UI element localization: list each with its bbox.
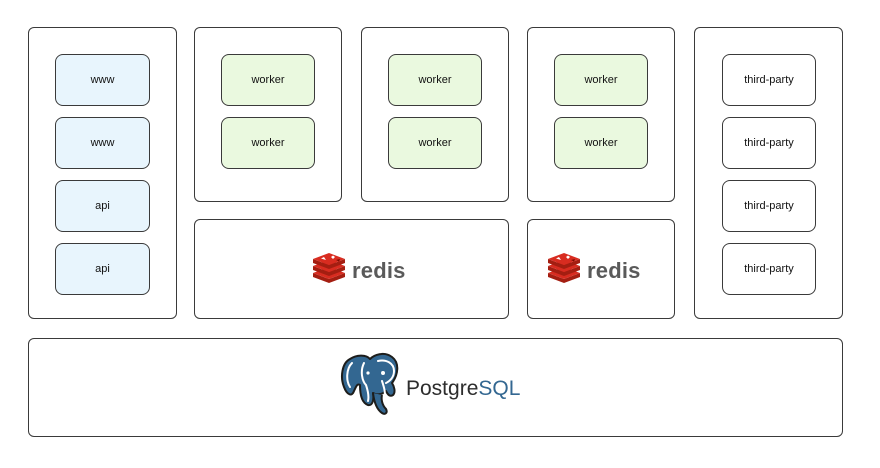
worker-group-1: worker worker <box>194 27 342 202</box>
postgresql-box[interactable]: PostgreSQL <box>28 338 843 437</box>
worker-node[interactable]: worker <box>388 54 482 106</box>
node-label: worker <box>584 74 618 86</box>
redis-icon <box>312 253 346 288</box>
postgresql-label-main: Postgre <box>406 376 479 400</box>
node-label: api <box>95 200 110 212</box>
worker-node[interactable]: worker <box>554 54 648 106</box>
api-node-2[interactable]: api <box>55 243 150 295</box>
worker-node[interactable]: worker <box>221 54 315 106</box>
redis-shared-box[interactable]: redis <box>194 219 509 319</box>
node-label: worker <box>251 137 285 149</box>
third-party-node-1[interactable]: third-party <box>722 54 816 106</box>
api-node-1[interactable]: api <box>55 180 150 232</box>
node-label: third-party <box>744 263 794 275</box>
node-label: third-party <box>744 137 794 149</box>
third-party-node-3[interactable]: third-party <box>722 180 816 232</box>
third-party-node-2[interactable]: third-party <box>722 117 816 169</box>
node-label: third-party <box>744 74 794 86</box>
third-party-group: third-party third-party third-party thir… <box>694 27 843 319</box>
web-api-group: www www api api <box>28 27 177 319</box>
redis-label: redis <box>352 257 406 283</box>
third-party-node-4[interactable]: third-party <box>722 243 816 295</box>
worker-node[interactable]: worker <box>388 117 482 169</box>
postgresql-label: PostgreSQL <box>406 377 520 401</box>
node-label: www <box>90 74 115 86</box>
redis-label: redis <box>587 257 641 283</box>
node-label: api <box>95 263 110 275</box>
redis-box[interactable]: redis <box>527 219 675 319</box>
node-label: worker <box>418 74 452 86</box>
node-label: worker <box>251 74 285 86</box>
worker-node[interactable]: worker <box>221 117 315 169</box>
redis-icon <box>547 253 581 288</box>
www-node-1[interactable]: www <box>55 54 150 106</box>
worker-group-3: worker worker <box>527 27 675 202</box>
postgresql-label-sql: SQL <box>478 376 521 400</box>
worker-group-2: worker worker <box>361 27 509 202</box>
node-label: worker <box>418 137 452 149</box>
node-label: third-party <box>744 200 794 212</box>
postgresql-elephant-icon <box>338 351 404 424</box>
node-label: worker <box>584 137 618 149</box>
node-label: www <box>90 137 115 149</box>
www-node-2[interactable]: www <box>55 117 150 169</box>
worker-node[interactable]: worker <box>554 117 648 169</box>
